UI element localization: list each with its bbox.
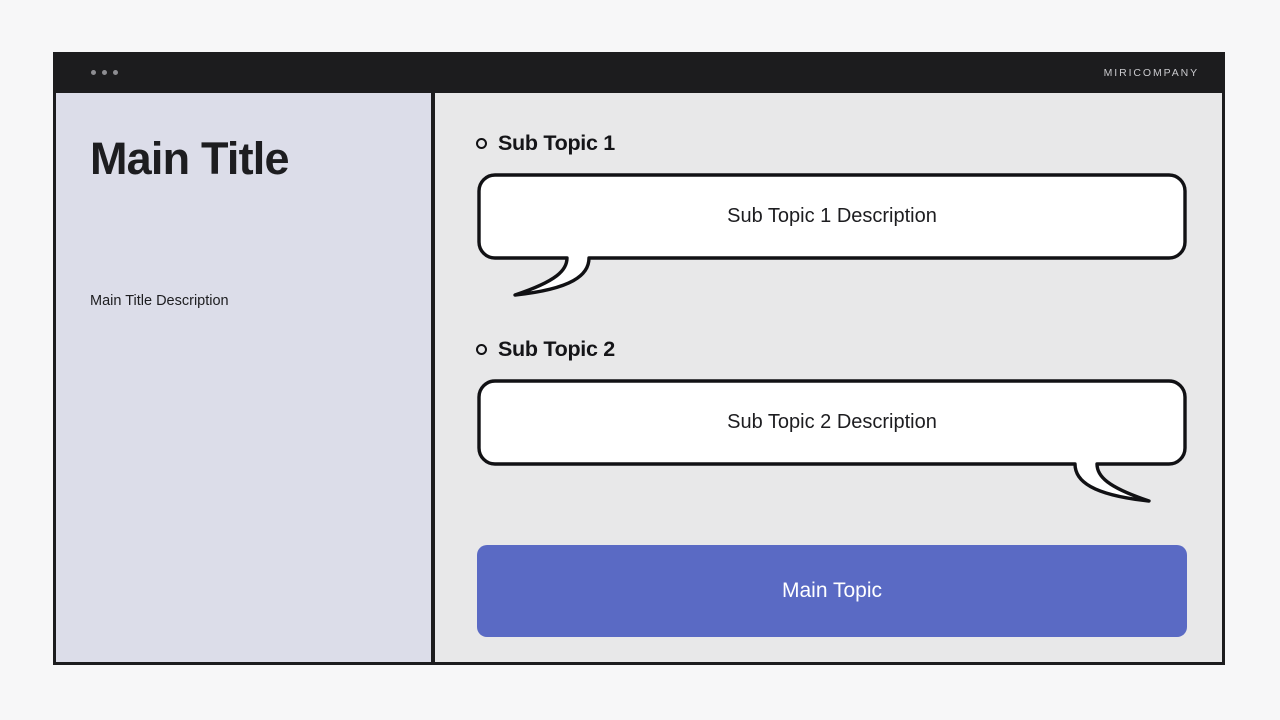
sub-topic-label-1: Sub Topic 1 — [498, 131, 615, 155]
speech-bubble-1[interactable]: Sub Topic 1 Description — [477, 173, 1187, 303]
sub-topic-heading-2: Sub Topic 2 — [476, 337, 615, 362]
ring-bullet-icon — [476, 344, 487, 355]
main-topic-button[interactable]: Main Topic — [477, 545, 1187, 637]
panel-divider — [431, 93, 435, 662]
page-title: Main Title — [90, 133, 290, 184]
slide-frame: MIRICOMPANY Main Title Main Title Descri… — [53, 52, 1225, 665]
speech-bubble-shape-right — [477, 379, 1187, 503]
ring-bullet-icon — [476, 138, 487, 149]
window-dots-icon — [91, 70, 118, 75]
slide-body: Main Title Main Title Description Sub To… — [56, 93, 1222, 662]
sidebar-panel: Main Title Main Title Description — [56, 93, 431, 662]
speech-bubble-2[interactable]: Sub Topic 2 Description — [477, 379, 1187, 509]
brand-label: MIRICOMPANY — [1103, 66, 1199, 79]
speech-bubble-shape-left — [477, 173, 1187, 297]
slide-titlebar: MIRICOMPANY — [53, 52, 1225, 93]
content-panel: Sub Topic 1 Sub Topic 1 Description Sub … — [435, 93, 1222, 662]
sub-topic-label-2: Sub Topic 2 — [498, 337, 615, 361]
page-subtitle: Main Title Description — [90, 293, 229, 309]
sub-topic-heading-1: Sub Topic 1 — [476, 131, 615, 156]
